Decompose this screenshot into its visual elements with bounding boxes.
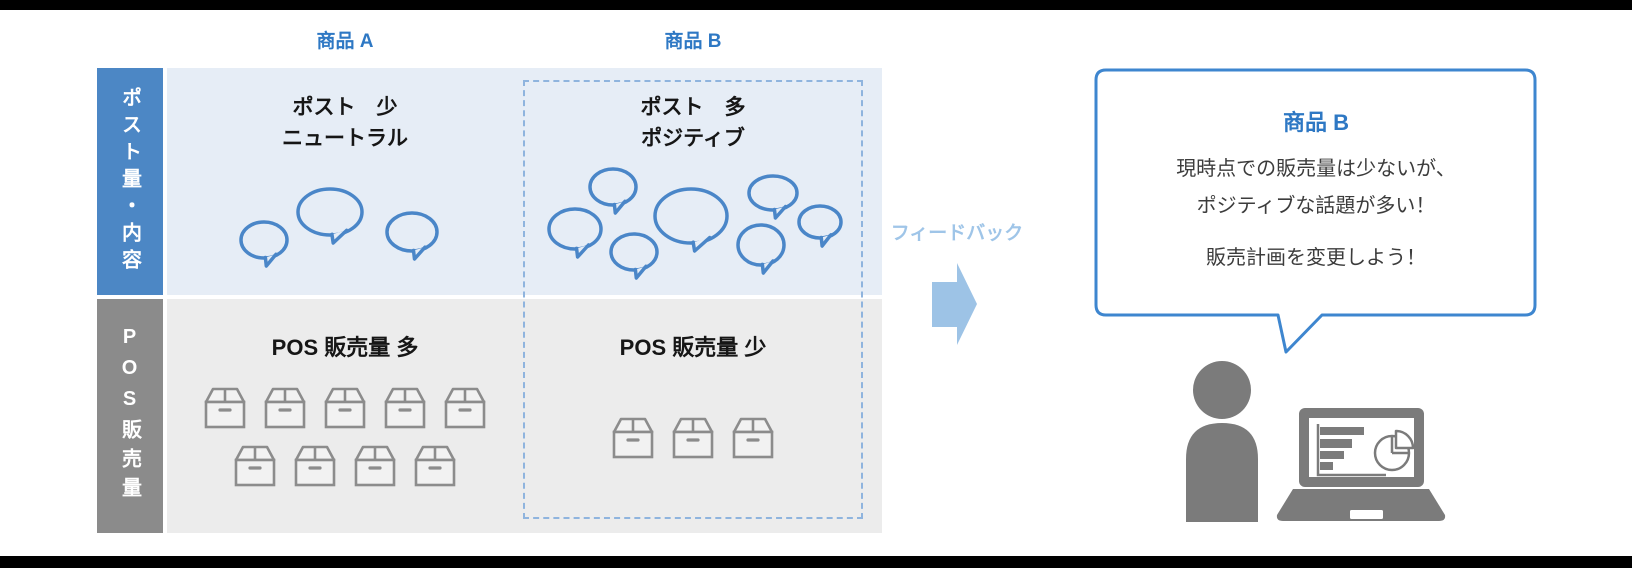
- product-b-highlight-border: [523, 80, 863, 519]
- package-box-row: [231, 444, 459, 488]
- package-box-icon: [294, 445, 336, 487]
- cell-post-a-title: ポスト 少: [292, 96, 398, 119]
- row-header-post-label: ポスト量・内容: [118, 87, 141, 276]
- speech-bubble-group-a: [239, 187, 439, 268]
- column-header-product-a: 商品 A: [316, 31, 374, 52]
- laptop-chart-icon: [1276, 408, 1446, 521]
- package-box-icon: [264, 387, 306, 429]
- package-box-icon: [612, 417, 654, 459]
- package-box-icon: [234, 445, 276, 487]
- package-box-icon: [672, 417, 714, 459]
- package-box-group-b: [523, 416, 863, 460]
- letterbox-top: [0, 0, 1632, 10]
- package-box-row: [201, 386, 489, 430]
- feedback-label: フィードバック: [890, 223, 1024, 244]
- package-box-group-a: [167, 386, 523, 488]
- callout-line-1: 現時点での販売量は少ないが、: [1176, 158, 1456, 180]
- callout-title: 商品 B: [1282, 110, 1349, 135]
- cell-post-a-text: ポスト 少 ニュートラル: [167, 92, 523, 154]
- callout-balloon: [1094, 68, 1537, 354]
- cell-post-b-title: ポスト 多: [640, 96, 746, 119]
- package-box-icon: [732, 417, 774, 459]
- callout-line-2: ポジティブな話題が多い！: [1196, 195, 1436, 217]
- row-header-post-volume: ポスト量・内容: [97, 68, 163, 295]
- package-box-icon: [354, 445, 396, 487]
- callout-line-3: 販売計画を変更しよう！: [1206, 247, 1426, 269]
- cell-post-b-text: ポスト 多 ポジティブ: [523, 92, 863, 154]
- cell-pos-b-title: POS 販売量 少: [619, 335, 767, 360]
- package-box-icon: [414, 445, 456, 487]
- speech-bubble-group-b: [547, 167, 843, 280]
- package-box-row: [609, 416, 777, 460]
- package-box-icon: [204, 387, 246, 429]
- cell-post-a-subtitle: ニュートラル: [282, 127, 408, 150]
- cell-post-b-subtitle: ポジティブ: [641, 127, 745, 150]
- package-box-icon: [324, 387, 366, 429]
- package-box-icon: [444, 387, 486, 429]
- package-box-icon: [384, 387, 426, 429]
- arrow-right-icon: [932, 263, 977, 345]
- column-header-product-b: 商品 B: [664, 31, 722, 52]
- cell-pos-a-title: POS 販売量 多: [271, 335, 419, 360]
- row-header-pos-label: POS販売量: [118, 326, 141, 506]
- person-icon: [1186, 361, 1258, 522]
- row-header-pos-sales: POS販売量: [97, 299, 163, 533]
- letterbox-bottom: [0, 556, 1632, 568]
